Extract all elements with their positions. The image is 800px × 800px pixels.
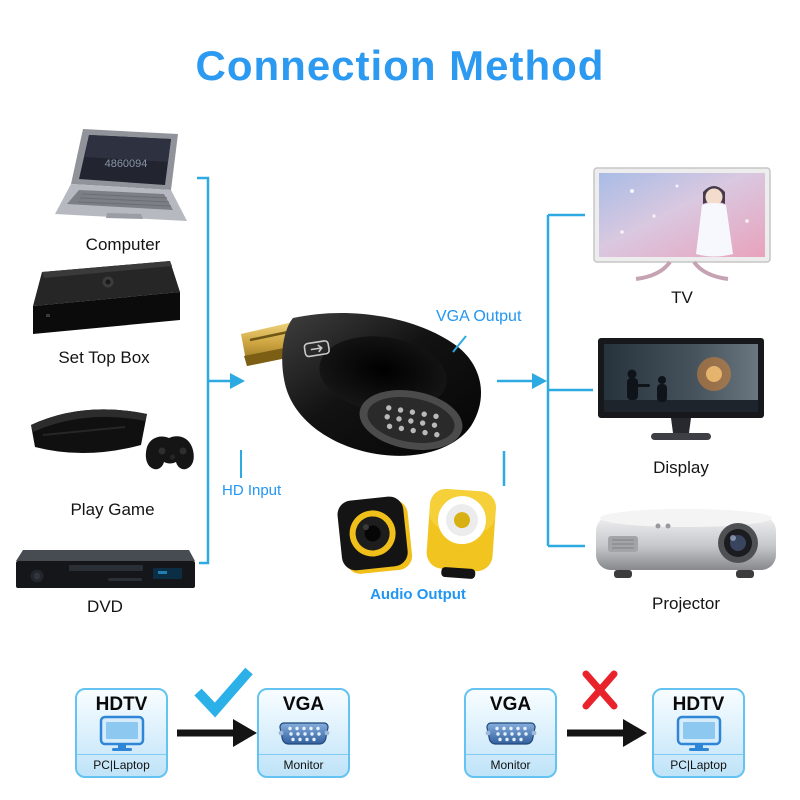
wrong-arrow-icon (567, 719, 647, 747)
hd-input-label: HD Input (222, 482, 282, 499)
wrong-source-subtitle: Monitor (466, 754, 555, 776)
wrong-target-box: HDTV PC|Laptop (652, 688, 745, 778)
correct-target-title: VGA (282, 694, 325, 715)
laptop-screen-text: 4860094 (105, 158, 148, 170)
left-connector-line (197, 176, 231, 565)
tv-image (592, 166, 772, 286)
output-arrowhead-icon (532, 373, 547, 389)
dvd-player-icon (16, 550, 195, 588)
pc-monitor-icon (676, 715, 721, 751)
monitor-icon (598, 338, 764, 440)
wrong-source-title: VGA (489, 694, 532, 715)
set-top-box-icon (33, 261, 180, 334)
audio-output-label: Audio Output (370, 586, 466, 603)
check-icon (194, 667, 253, 718)
wrong-source-icon-wrap (466, 714, 555, 754)
hdmi-vga-adapter-icon (241, 312, 482, 456)
vga-port (359, 390, 463, 450)
game-console-icon (31, 409, 194, 470)
speakers-icon (337, 488, 496, 579)
laptop-icon: 4860094 (55, 129, 187, 221)
cross-icon (582, 670, 618, 710)
tv-label: TV (671, 288, 693, 307)
correct-source-subtitle: PC|Laptop (77, 754, 166, 776)
dvd-label: DVD (87, 597, 123, 616)
hdmi-print-icon (303, 340, 330, 358)
speakers-image (332, 482, 504, 586)
correct-source-title: HDTV (95, 694, 148, 715)
correct-target-box: VGA Monitor (257, 688, 350, 778)
projector-image (588, 496, 784, 592)
wrong-target-subtitle: PC|Laptop (654, 754, 743, 776)
projector-label: Projector (651, 594, 721, 613)
wrong-target-icon-wrap (654, 714, 743, 754)
wrong-source-box: VGA Monitor (464, 688, 557, 778)
play-game-image (25, 383, 200, 498)
correct-target-icon-wrap (259, 714, 348, 754)
vga-connector-icon (278, 722, 329, 745)
computer-image: 4860094 (50, 126, 196, 234)
vga-connector-icon (485, 722, 536, 745)
page-title: Connection Method (195, 42, 605, 89)
computer-label: Computer (85, 235, 161, 254)
adapter-image (233, 298, 495, 470)
correct-source-box: HDTV PC|Laptop (75, 688, 168, 778)
dvd-image (12, 536, 198, 598)
correct-arrow-icon (177, 719, 257, 747)
correct-target-subtitle: Monitor (259, 754, 348, 776)
display-label: Display (653, 458, 709, 477)
right-connector-line (497, 213, 593, 548)
pc-monitor-icon (99, 715, 144, 751)
set-top-box-image (20, 252, 188, 348)
projector-icon (596, 509, 776, 578)
tv-icon (593, 167, 771, 281)
wrong-target-title: HDTV (672, 694, 725, 715)
display-image (596, 336, 766, 450)
vga-output-label: VGA Output (436, 308, 522, 325)
play-game-label: Play Game (70, 500, 155, 519)
set-top-box-label: Set Top Box (58, 348, 150, 367)
correct-source-icon-wrap (77, 714, 166, 754)
